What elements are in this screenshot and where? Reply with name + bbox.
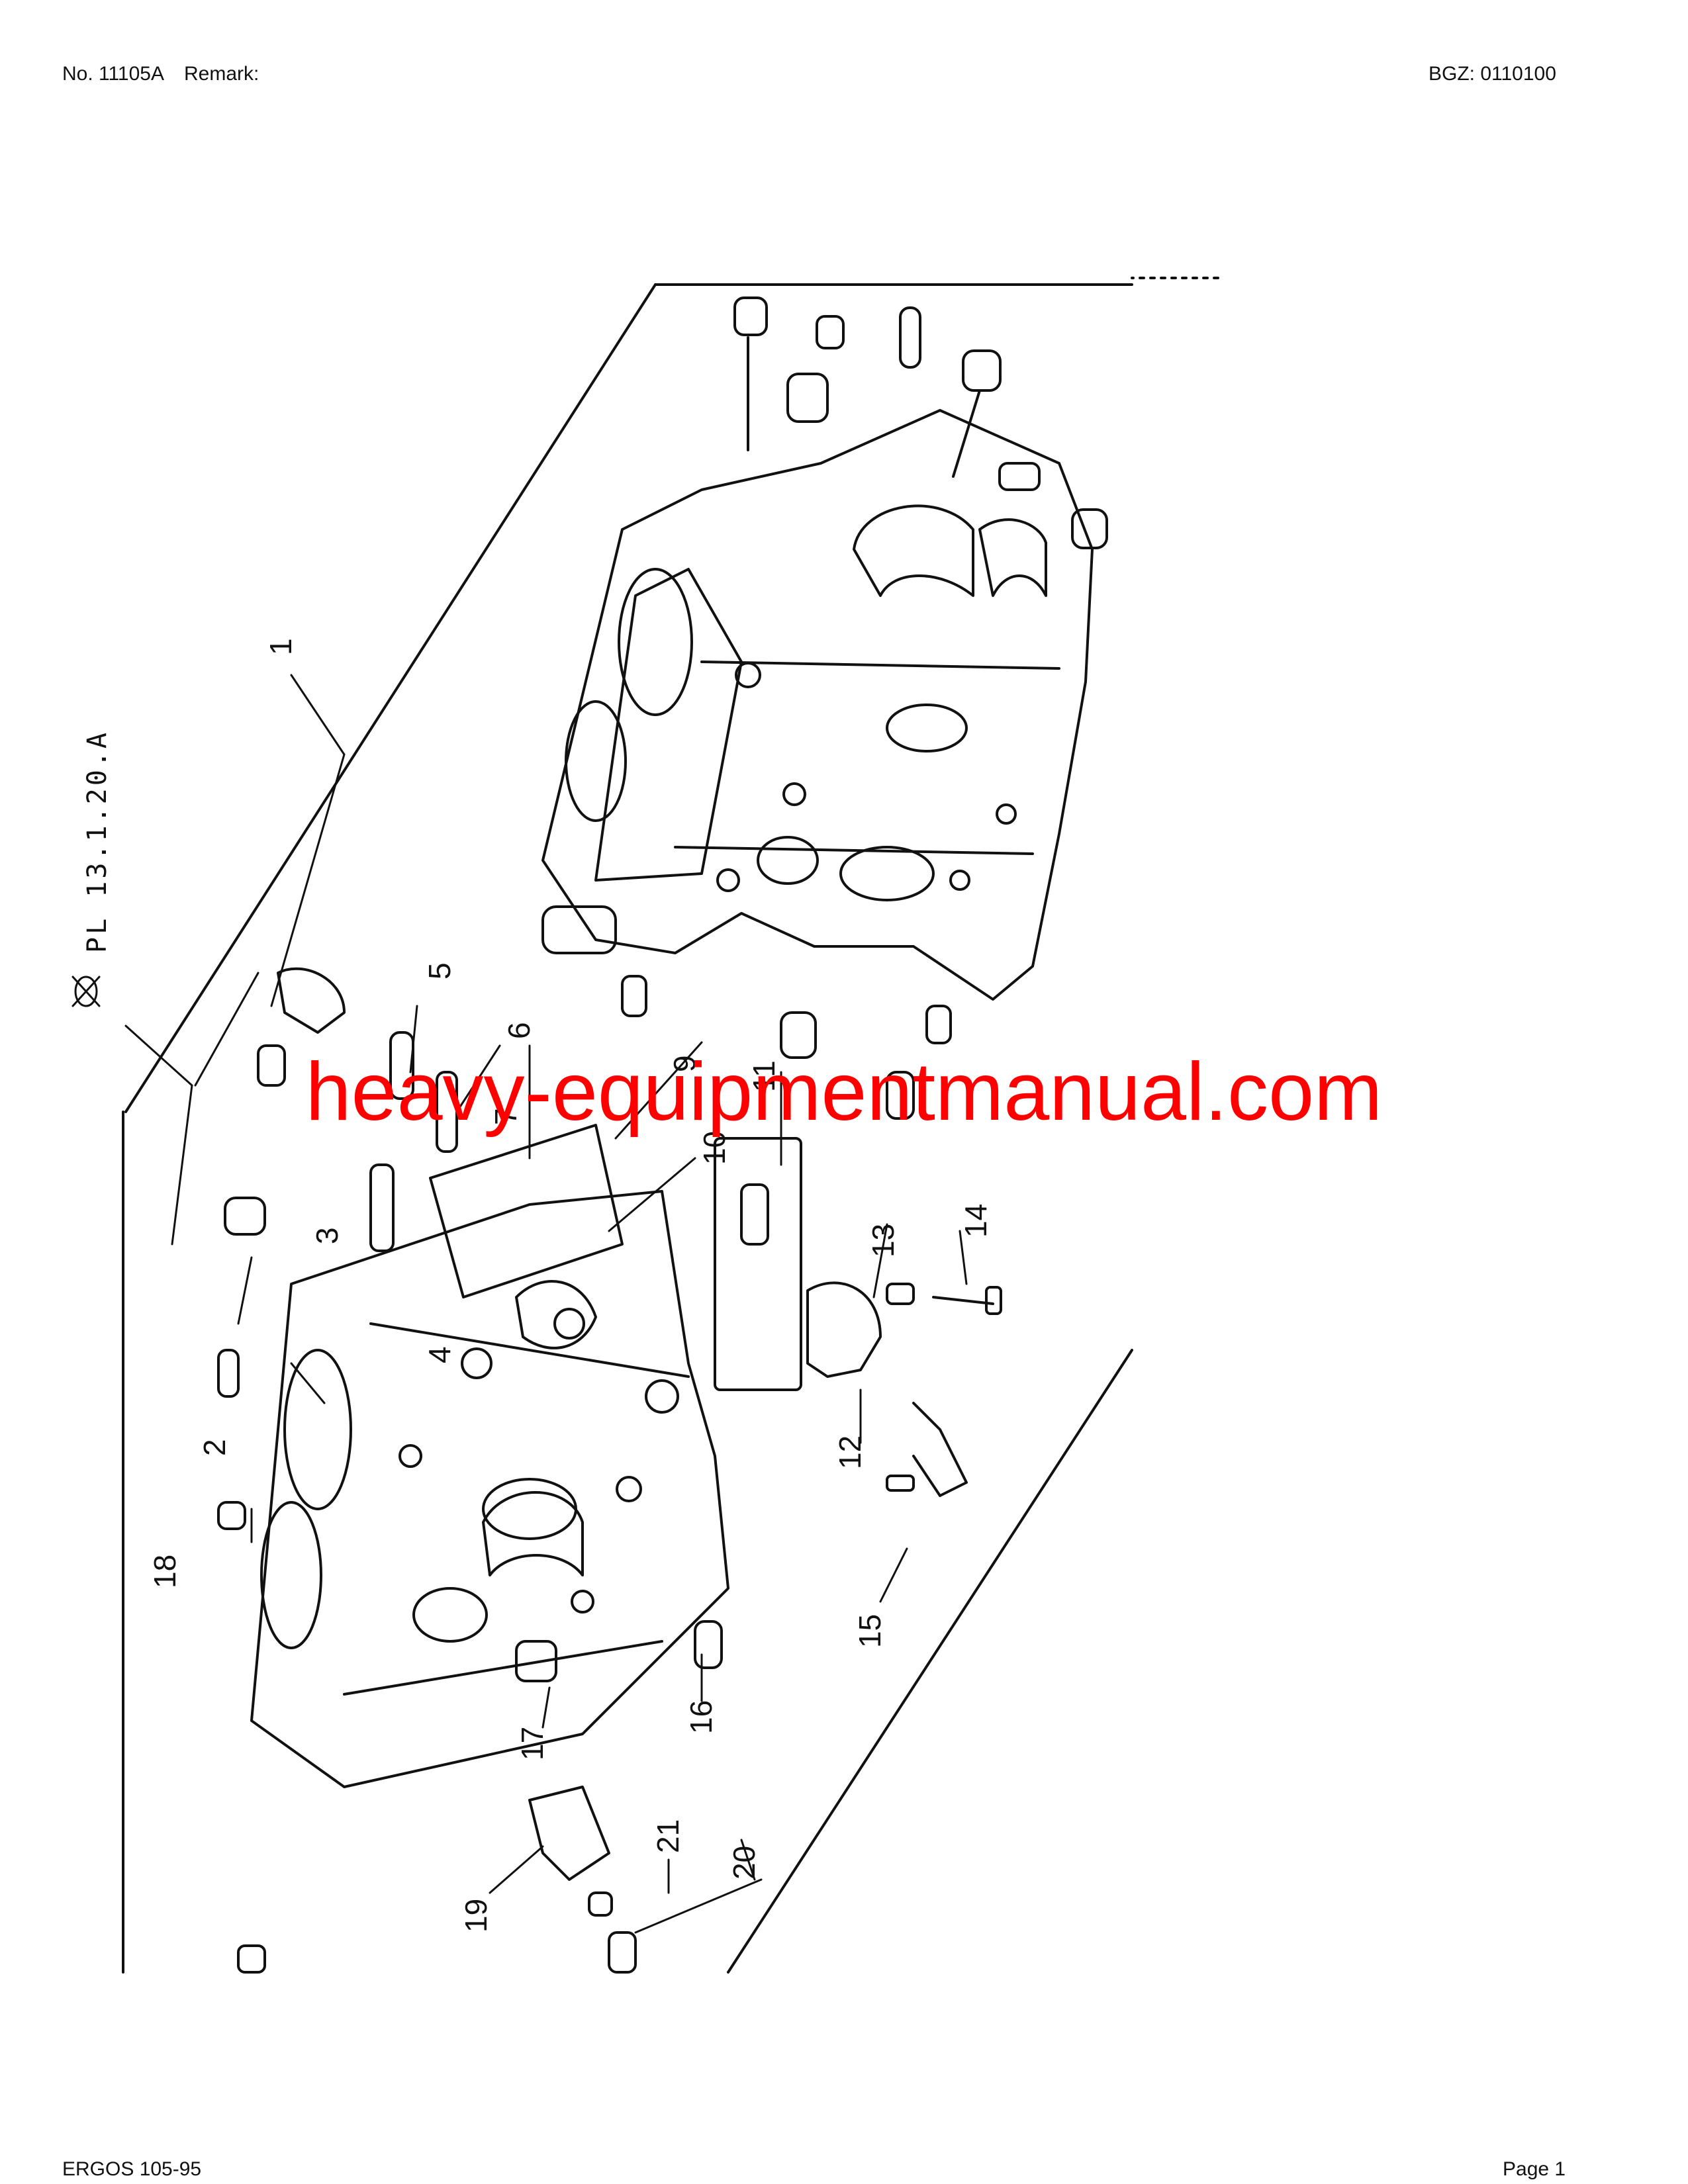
leader-lines xyxy=(124,674,968,1934)
frame-lower-diagonal xyxy=(727,1349,1133,1974)
callout-10: 10 xyxy=(697,1131,731,1165)
upper-crankcase-block xyxy=(541,409,1094,1001)
callout-3: 3 xyxy=(310,1227,344,1244)
reference-symbol xyxy=(71,976,101,1007)
footer-model: ERGOS 105-95 xyxy=(62,2158,202,2180)
remark-label: Remark: xyxy=(184,63,259,85)
bgz-code: BGZ: 0110100 xyxy=(1429,63,1556,85)
callout-2: 2 xyxy=(197,1439,232,1456)
callout-16: 16 xyxy=(684,1700,718,1734)
lower-crankcase-block xyxy=(250,1124,729,1788)
callout-7: 7 xyxy=(489,1108,523,1125)
callout-1: 1 xyxy=(263,638,298,655)
callout-11: 11 xyxy=(747,1060,781,1092)
callout-13: 13 xyxy=(866,1224,900,1257)
callout-19: 19 xyxy=(459,1899,493,1933)
callout-6: 6 xyxy=(502,1022,536,1039)
watermark: heavy-equipmentmanual.com xyxy=(305,1046,1383,1138)
frame-upper-diagonal xyxy=(124,283,657,1113)
upper-small-parts xyxy=(541,296,1108,1120)
callout-14: 14 xyxy=(959,1204,993,1238)
lower-small-parts xyxy=(217,967,1002,1974)
footer-page: Page 1 xyxy=(1503,2158,1566,2180)
callout-labels: 1 2 3 4 5 6 7 9 10 11 12 13 14 15 16 17 … xyxy=(82,638,993,1933)
reference-code: PL 13.1.20.A xyxy=(82,730,113,953)
callout-17: 17 xyxy=(515,1727,549,1760)
callout-12: 12 xyxy=(833,1435,867,1469)
callout-9: 9 xyxy=(667,1055,702,1072)
callout-5: 5 xyxy=(422,962,457,979)
header-left: No. 11105A Remark: xyxy=(62,62,259,86)
callout-21: 21 xyxy=(651,1819,685,1853)
doc-number: No. 11105A xyxy=(62,63,164,85)
callout-18: 18 xyxy=(148,1555,182,1588)
callout-20: 20 xyxy=(727,1846,761,1880)
callout-15: 15 xyxy=(853,1614,887,1648)
callout-4: 4 xyxy=(422,1346,457,1363)
